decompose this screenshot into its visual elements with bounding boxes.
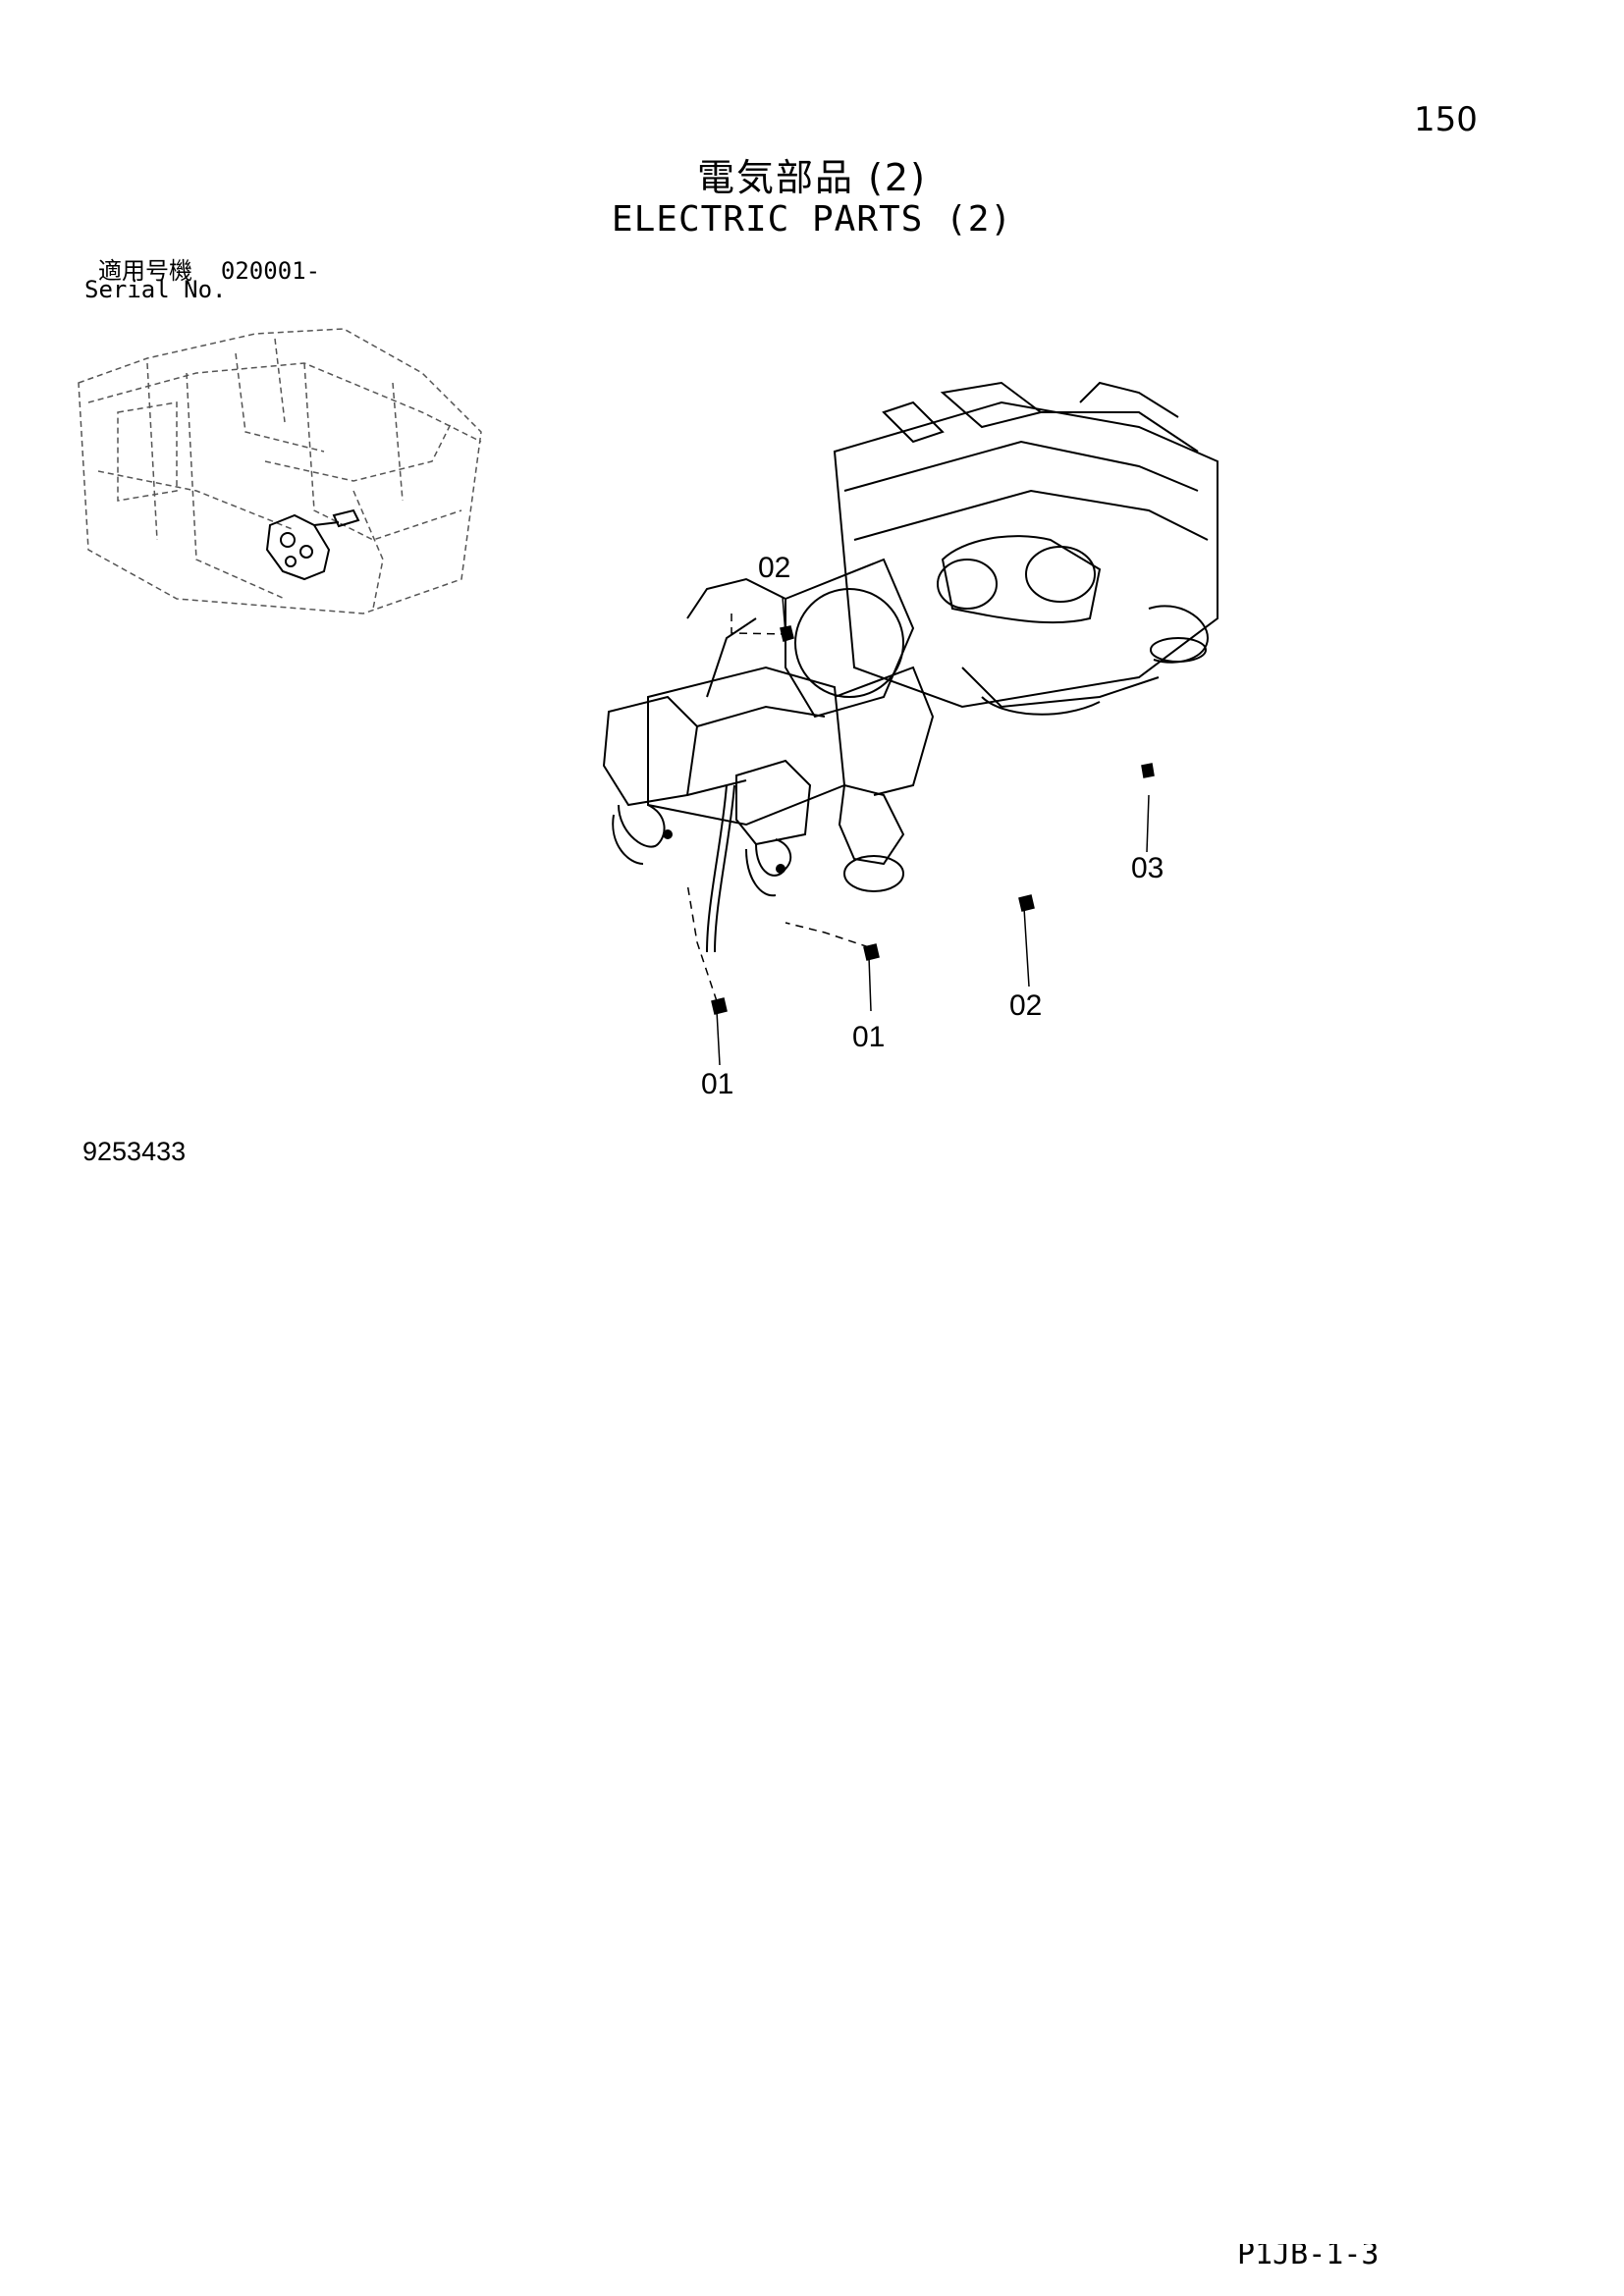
fitting-01-left [711, 997, 728, 1015]
highlighted-parts [265, 508, 360, 581]
drawing-number: 9253433 [82, 1137, 187, 1166]
leader-line [1146, 794, 1150, 853]
machine-locator-thumbnail [78, 328, 482, 614]
fitting-01-center [863, 943, 880, 961]
serial-label-english: Serial No. [84, 276, 227, 303]
page-title-japanese: 電気部品 (2) [697, 156, 927, 199]
callout-label: 01 [701, 1068, 734, 1100]
leader-line [1023, 907, 1030, 988]
fitting-02-right [1018, 894, 1035, 912]
fitting-02-top [780, 625, 794, 642]
serial-value: 020001- [220, 257, 321, 285]
callout-label: 02 [1009, 989, 1043, 1022]
callout-label: 01 [852, 1021, 886, 1053]
fitting-03 [1141, 763, 1155, 778]
leader-line [716, 1010, 721, 1066]
dashed-leader [686, 882, 718, 1002]
leader-line [868, 956, 872, 1012]
page-title-english: ELECTRIC PARTS (2) [611, 199, 1013, 240]
callout-label: 03 [1131, 852, 1164, 884]
serial-label-japanese: 適用号機 [98, 257, 192, 285]
page-code: P1JB-1-3 [1237, 2244, 1380, 2266]
dashed-leader [785, 922, 870, 948]
engine-pump-illustration [602, 381, 1218, 953]
page-number: 150 [1414, 100, 1478, 139]
dashed-leader [731, 614, 786, 635]
callout-label: 02 [758, 552, 791, 584]
serial-applicability: 適用号機 020001- [98, 251, 320, 286]
